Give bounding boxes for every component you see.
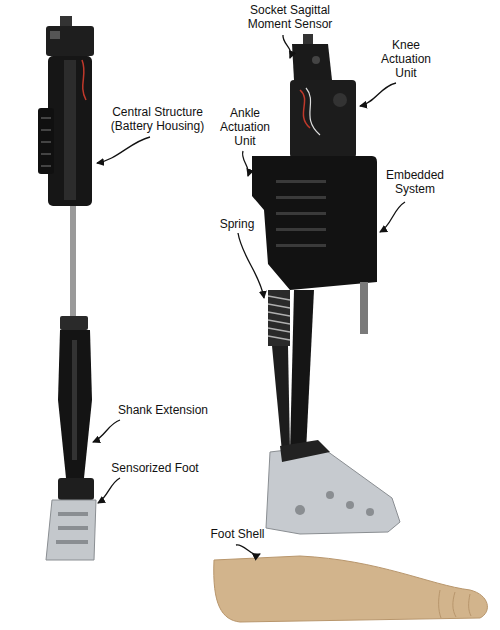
ankle-joint [58,478,94,500]
rod [70,206,76,318]
side-view-leg [38,16,96,560]
leader-line [360,83,396,106]
toe-lines [439,590,471,618]
collar [60,316,88,330]
leader-line [283,35,291,58]
leader-line [98,478,120,503]
knee-actuation-unit [290,80,356,158]
shank-rib [72,340,77,460]
leader-line [97,137,150,163]
battery-plate [38,108,54,174]
bolt [60,16,72,26]
plate-slots [41,118,51,166]
sensor-screw [312,56,320,64]
central-structure [48,56,92,206]
part-label: Knee Actuation Unit [375,38,437,80]
part-label: Spring [215,217,259,231]
shank-strut [272,346,290,452]
front-view-leg [252,34,400,534]
leader-line [236,545,260,555]
wire [306,88,320,135]
structure-highlight [64,60,76,200]
spring [268,290,290,346]
socket-detail [50,31,60,39]
wire [300,90,310,128]
part-label: Foot Shell [205,527,270,541]
spring-coils [268,296,290,340]
leader-line [93,420,120,442]
motor [333,93,347,107]
rod [360,282,368,334]
leader-line [380,202,405,232]
moment-sensor-block [292,44,332,80]
foot-shell [214,556,488,622]
leader-line [242,151,248,176]
part-label: Ankle Actuation Unit [214,106,276,148]
foot-holes [56,512,88,544]
leader-lines [93,35,405,555]
shank [290,290,314,452]
part-label: Shank Extension [108,403,218,417]
part-label: Socket Sagittal Moment Sensor [235,3,345,31]
leader-line [238,233,264,298]
socket-block [46,26,94,56]
part-label: Central Structure (Battery Housing) [100,105,215,133]
wire [82,60,86,100]
foot-holes [295,491,374,516]
foot-plate [280,440,330,462]
sensorized-foot [46,500,96,560]
ankle-housing [252,156,377,290]
part-label: Embedded System [380,168,450,196]
part-label: Sensorized Foot [100,461,210,475]
shank-extension [58,330,92,478]
housing-slots [276,180,326,247]
bolt [303,34,313,44]
